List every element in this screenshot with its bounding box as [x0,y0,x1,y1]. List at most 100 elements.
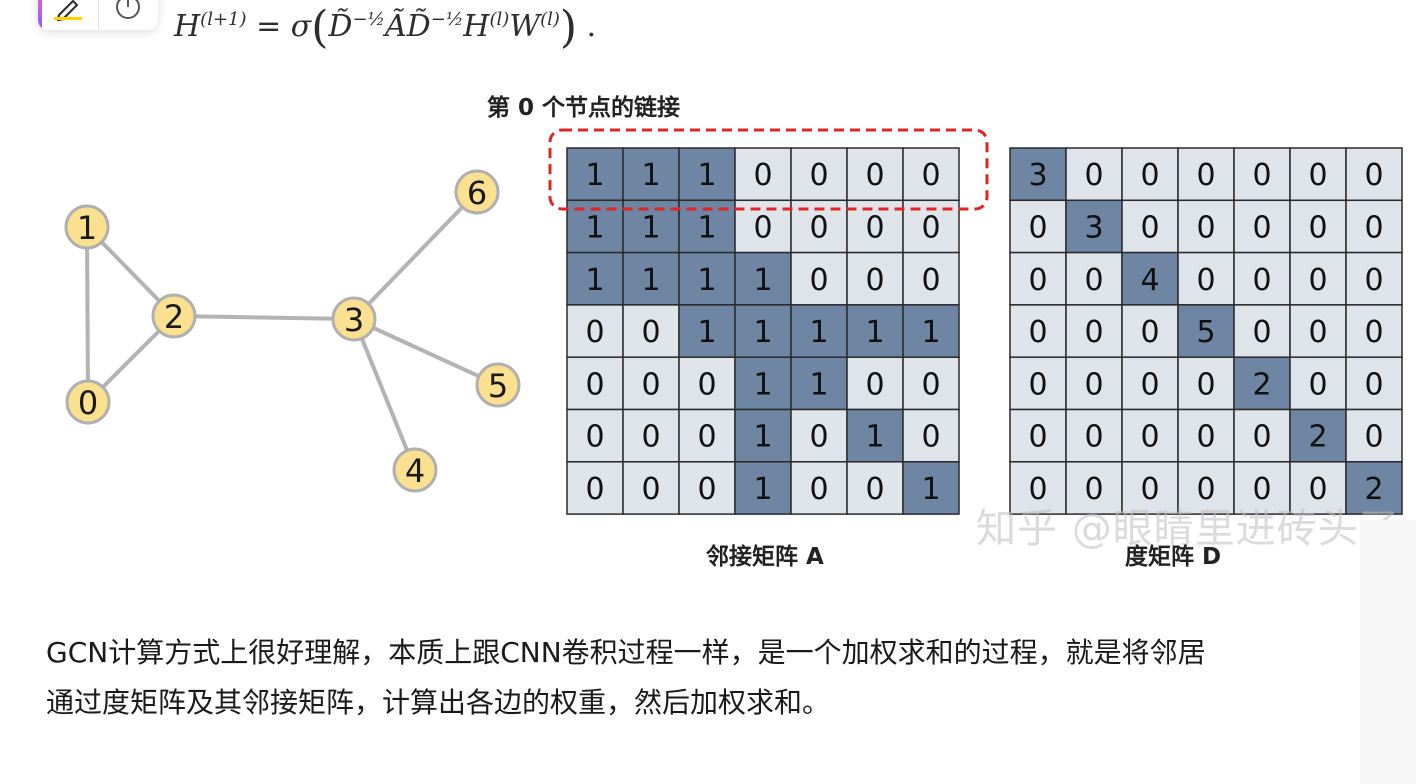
degree-cell-value: 0 [1140,158,1159,193]
adjacency-cell-value: 0 [753,158,772,193]
formula-w-sup: (l) [540,9,560,30]
formula-h-sup: (l) [489,9,510,30]
adjacency-cell [734,147,792,202]
degree-cell-value: 4 [1140,263,1159,298]
degree-cell-value: 5 [1196,315,1215,350]
degree-cell [1177,199,1235,254]
adjacency-cell-value: 1 [753,263,772,298]
adjacency-cell-value: 1 [753,367,772,402]
degree-cell-value: 0 [1196,420,1215,455]
adjacency-cell [734,461,792,515]
adjacency-cell-value: 0 [697,367,716,402]
graph-node-label: 4 [405,452,425,490]
formula-w: W [509,9,541,44]
figure-title: 第 0 个节点的链接 [487,95,681,121]
degree-cell-value: 0 [1364,315,1383,350]
body-line-2: 通过度矩阵及其邻接矩阵，计算出各边的权重，然后加权求和。 [46,686,831,719]
adjacency-cell [846,147,904,202]
side-panel [1360,520,1416,784]
adjacency-cell [566,251,624,306]
adjacency-cell-value: 1 [809,315,828,350]
graph-node-label: 0 [78,384,98,422]
timer-icon [116,0,141,19]
adjacency-cell-value: 0 [865,263,884,298]
degree-cell-value: 2 [1364,472,1383,507]
degree-cell-value: 0 [1364,367,1383,402]
formula-h-left: H [174,9,201,44]
adjacency-cell-value: 0 [921,367,940,402]
degree-cell-value: 0 [1308,263,1327,298]
formula-d1: D̃ [328,9,353,44]
adjacency-cell-value: 1 [697,315,716,350]
degree-cell [1065,147,1123,202]
degree-cell [1009,356,1067,411]
graph-node-label: 5 [488,367,508,405]
degree-cell-value: 0 [1084,315,1103,350]
adjacency-cell-value: 0 [809,263,828,298]
degree-cell-value: 0 [1308,472,1327,507]
degree-cell-value: 0 [1364,158,1383,193]
degree-cell-value: 0 [1308,315,1327,350]
adjacency-cell [902,408,960,463]
adjacency-cell-value: 0 [809,420,828,455]
graph-node [151,293,197,339]
graph-node-label: 6 [467,174,487,212]
formula-h: H [463,9,490,44]
degree-caption: 度矩阵 D [1125,544,1222,570]
degree-cell [1345,356,1403,411]
timer-tool-button[interactable] [97,0,159,30]
graph-node [392,447,438,493]
adjacency-cell [846,461,904,515]
adjacency-cell-value: 0 [697,420,716,455]
degree-cell-value: 0 [1140,210,1159,245]
adjacency-cell-value: 1 [921,315,940,350]
degree-cell-value: 3 [1028,158,1047,193]
adjacency-cell-value: 1 [585,210,604,245]
degree-cell-value: 0 [1196,263,1215,298]
adjacency-cell-value: 0 [641,472,660,507]
adjacency-cell [566,461,624,515]
graph-node [65,379,111,425]
adjacency-cell-value: 0 [921,158,940,193]
adjacency-cell-value: 1 [753,472,772,507]
formula-d1-sup: −½ [352,9,385,30]
toolbar-accent [38,0,42,30]
adjacency-cell-value: 1 [641,158,660,193]
degree-cell [1009,251,1067,306]
graph-node-label: 2 [164,298,184,336]
adjacency-cell [846,251,904,306]
adjacency-cell-value: 0 [865,210,884,245]
adjacency-cell [622,408,680,463]
formula-paren-close: ) [559,2,578,53]
pen-color-indicator [54,17,82,20]
adjacency-cell-value: 0 [641,367,660,402]
body-paragraph: GCN计算方式上很好理解，本质上跟CNN卷积过程一样，是一个加权求和的过程，就是… [46,628,1366,728]
pen-tool-button[interactable] [38,0,98,30]
degree-cell-value: 0 [1308,210,1327,245]
adjacency-cell-value: 0 [585,472,604,507]
formula-d2: D̃ [406,9,431,44]
degree-cell-value: 0 [1028,472,1047,507]
graph-node [475,362,521,408]
degree-cell [1065,461,1123,515]
adjacency-cell-value: 0 [921,263,940,298]
row0-highlight-box [548,128,989,211]
graph-edge [352,318,417,471]
degree-cell-value: 0 [1196,210,1215,245]
adjacency-cell-value: 0 [641,315,660,350]
graph-node [331,296,377,342]
adjacency-cell-value: 0 [697,472,716,507]
formula-d2-sup: −½ [430,9,464,30]
degree-cell-value: 0 [1252,158,1271,193]
degree-cell [1009,147,1067,202]
degree-cell-value: 0 [1028,263,1047,298]
degree-cell-value: 0 [1364,210,1383,245]
adjacency-cell-value: 0 [585,420,604,455]
adjacency-cell [622,304,680,358]
degree-cell-value: 0 [1140,420,1159,455]
adjacency-cell [734,408,792,463]
degree-cell [1177,147,1235,202]
graph-edge [85,226,90,403]
degree-cell-value: 0 [1084,263,1103,298]
